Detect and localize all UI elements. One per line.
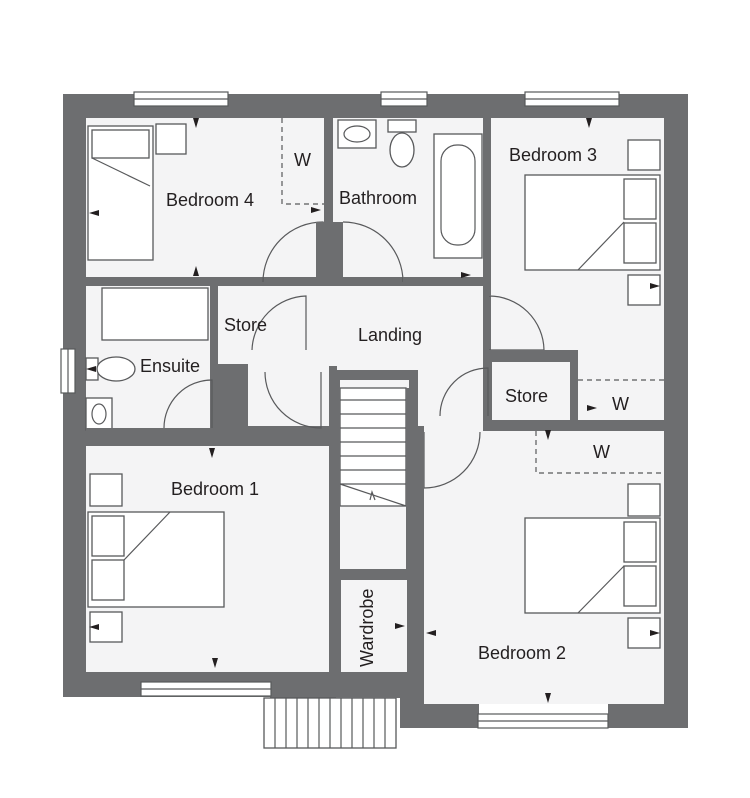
label-bedroom2: Bedroom 2 [478,643,566,663]
toilet-bathroom [389,132,415,168]
wardrobe-mark-bedroom3: W [612,394,629,414]
store-right-floor [492,362,570,420]
interior-walls [86,118,664,704]
bedside-bedroom3-top [627,139,661,171]
landing-lower-right-floor [418,370,483,426]
label-bedroom1: Bedroom 1 [171,479,259,499]
label-store-right: Store [505,386,548,406]
wardrobe-mark-bedroom4: W [294,150,311,170]
bedside-bedroom3-bottom [627,274,661,306]
label-ensuite: Ensuite [140,356,200,376]
wardrobe-mark-bedroom2: W [593,442,610,462]
wardrobe-zone-bedroom4 [281,118,324,205]
landing-lower-floor [248,370,330,426]
wardrobe-zones [281,118,664,474]
bedside-bedroom4 [155,123,187,155]
bedroom2-entry-floor [415,426,495,436]
toilet-cistern-bathroom [387,119,417,133]
markers [86,118,660,703]
label-bedroom4: Bedroom 4 [166,190,254,210]
wardrobe-zone-bedroom2 [535,431,664,474]
roof-canopy [263,697,397,749]
windows [60,91,620,729]
bedside-bedroom2-top [627,483,661,517]
toilet-ensuite [96,356,136,382]
room-labels: Bedroom 4 Bathroom Bedroom 3 Store Landi… [140,145,629,667]
label-bathroom: Bathroom [339,188,417,208]
bedside-bedroom1-top [89,473,123,507]
shower-ensuite [101,287,209,341]
fixtures [85,119,661,649]
label-bedroom3: Bedroom 3 [509,145,597,165]
label-wardrobe: Wardrobe [357,589,377,667]
bedroom3-lower-floor [578,354,664,423]
basin-ensuite [85,397,113,431]
label-store-left: Store [224,315,267,335]
label-landing: Landing [358,325,422,345]
